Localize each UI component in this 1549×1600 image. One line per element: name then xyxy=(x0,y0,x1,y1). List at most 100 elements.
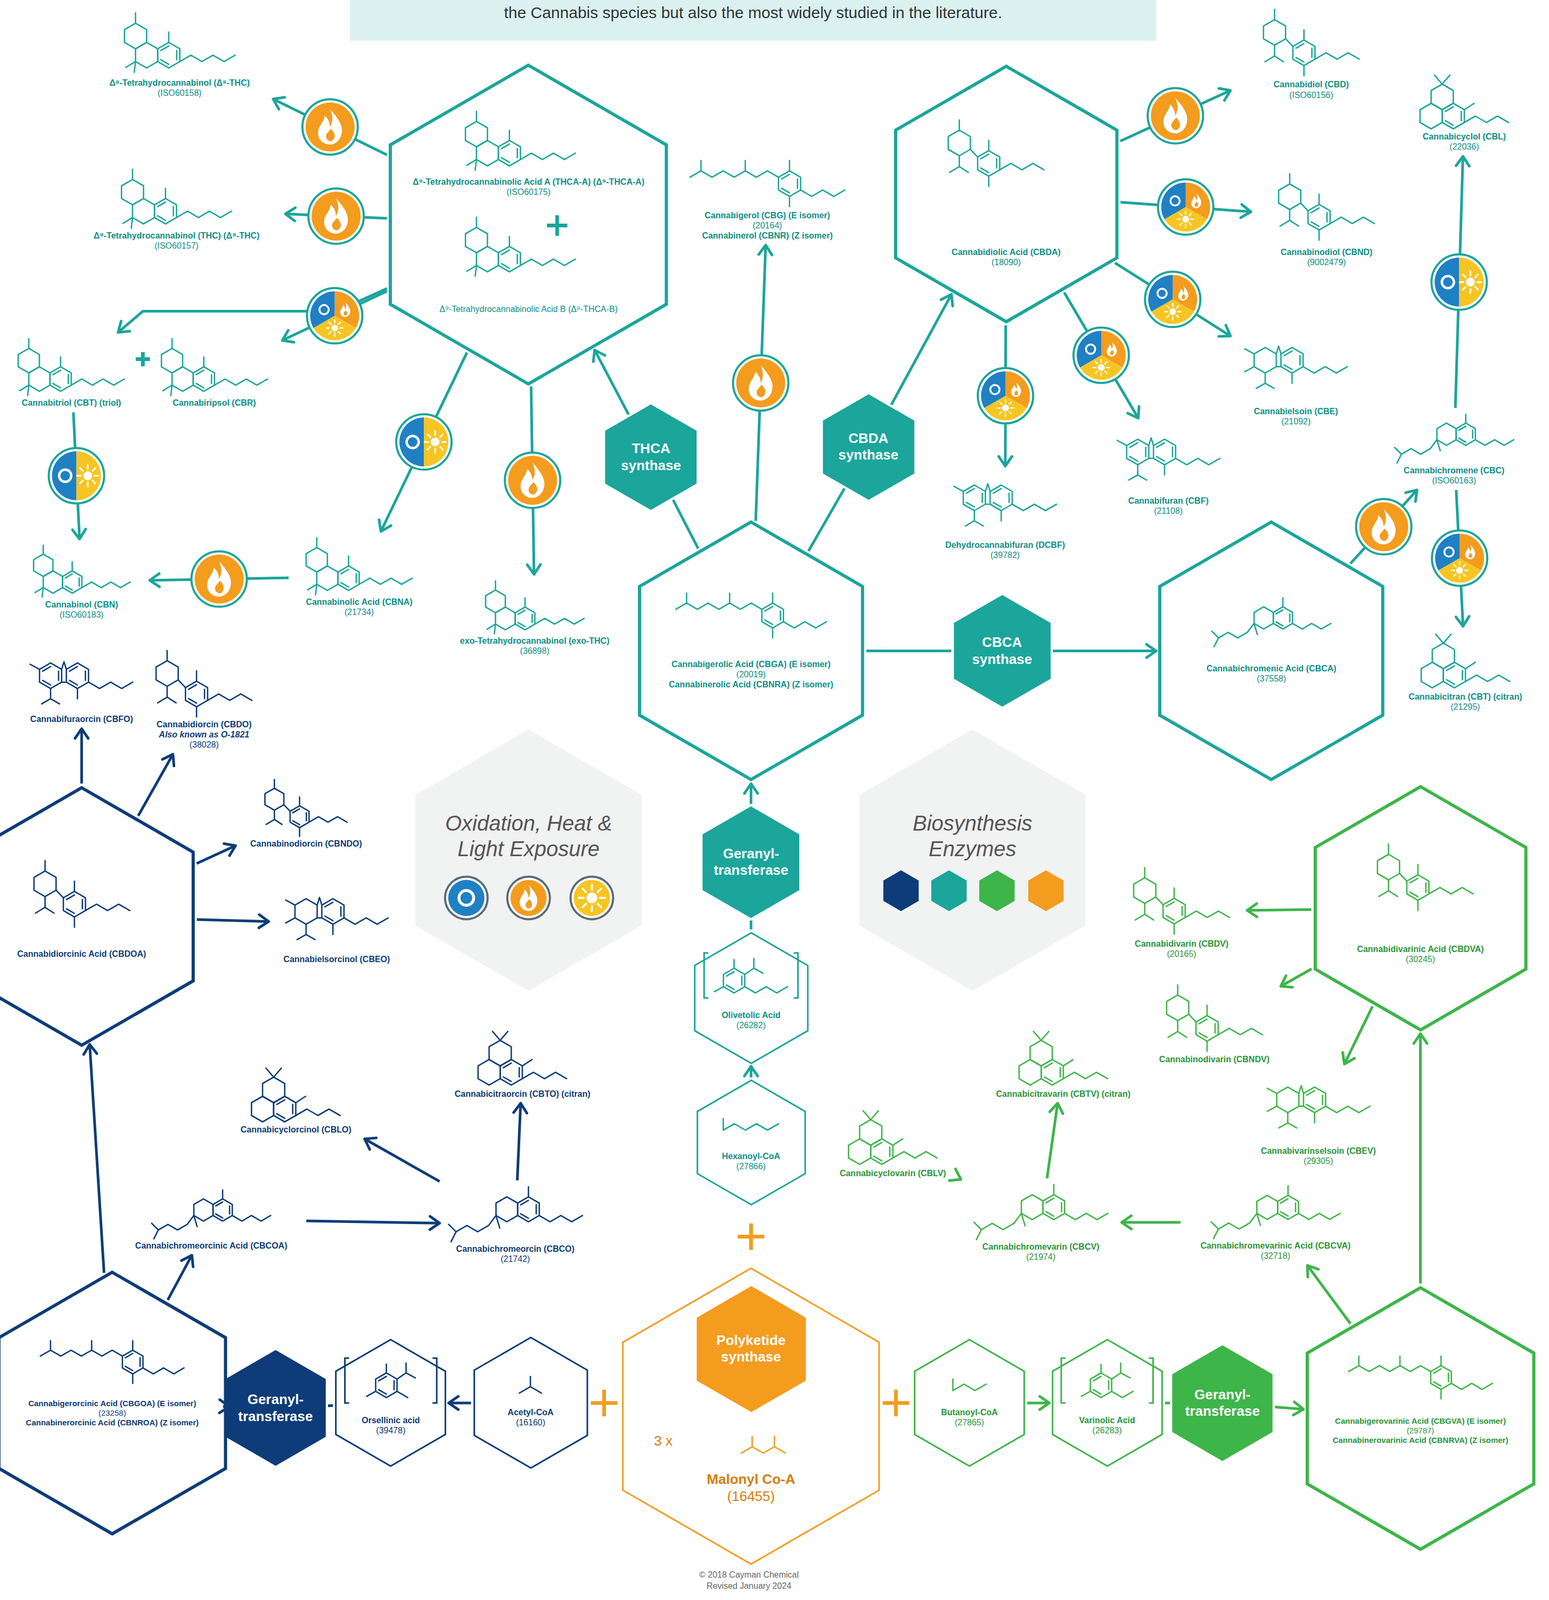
icon-fill xyxy=(736,358,786,408)
bond-line xyxy=(848,1138,872,1165)
bond-line xyxy=(538,1215,583,1223)
compound: Cannabinodivarin (CBNDV) xyxy=(1152,982,1277,1064)
bond-line xyxy=(1298,1086,1304,1094)
connector xyxy=(1280,969,1312,988)
sun-ray xyxy=(1095,371,1098,374)
molecule-structure xyxy=(444,1184,587,1244)
bond-line xyxy=(474,265,477,277)
bond-line xyxy=(1064,1213,1108,1220)
bond-line xyxy=(1289,613,1291,622)
bond-line xyxy=(170,385,172,397)
sun-ray xyxy=(1189,223,1192,226)
flame-inner xyxy=(332,217,341,231)
bond-line xyxy=(1173,923,1176,934)
molecule-structure xyxy=(1102,422,1235,496)
bond-line xyxy=(1171,447,1174,457)
molecule-structure xyxy=(10,1338,215,1386)
bond-line xyxy=(62,571,82,594)
exposure-icon xyxy=(445,876,488,920)
bond-line xyxy=(283,805,291,812)
bond-line xyxy=(501,264,510,269)
arrow-head xyxy=(1039,1396,1050,1411)
bond-line xyxy=(296,1109,341,1116)
bond-line xyxy=(1433,1369,1441,1374)
compound-hexagon: Orsellinic acid(39478) xyxy=(334,1338,447,1467)
bond-line xyxy=(520,259,576,266)
molecule-structure xyxy=(71,167,282,231)
enzyme-hexagon: Geranyl- transferase xyxy=(1172,1345,1273,1462)
legend-swatch xyxy=(979,870,1015,912)
bond-line xyxy=(685,593,688,604)
bond-line xyxy=(162,385,172,391)
bond-line xyxy=(125,1366,133,1371)
bond-line xyxy=(1399,1356,1401,1366)
compound: Cannabichromevarin (CBCV)(21974) xyxy=(964,1182,1118,1263)
connector-line xyxy=(138,754,174,817)
bond-line xyxy=(1302,29,1305,40)
bond-line xyxy=(1446,666,1455,671)
bond-line xyxy=(316,897,322,905)
icon-sector xyxy=(423,417,449,467)
connector-line xyxy=(1115,263,1231,336)
bond-line xyxy=(285,899,295,906)
bond-line xyxy=(1111,1363,1121,1380)
bond-line xyxy=(1447,1373,1450,1382)
molecule-structure xyxy=(1120,863,1243,939)
connector-line xyxy=(328,1404,333,1407)
sun-ray xyxy=(1166,305,1169,308)
icon-fill xyxy=(448,879,485,916)
bond-line xyxy=(28,366,51,392)
exposure-icon xyxy=(504,452,561,508)
compound-name: Cannabidiorcin (CBDO) xyxy=(156,719,252,730)
bond-line xyxy=(42,688,52,704)
bond-line xyxy=(500,1059,523,1086)
icon-ring xyxy=(308,188,364,244)
connector xyxy=(448,1396,472,1411)
bond-line xyxy=(154,198,177,225)
compound-name: Cannabidivarinic Acid (CBDVA) xyxy=(1315,944,1526,955)
compound-name: (30245) xyxy=(1315,954,1526,965)
connector-line xyxy=(197,919,269,922)
text-group: Malonyl Co-A(16455) xyxy=(649,1471,854,1505)
bond-line xyxy=(1129,456,1138,462)
hexagon-shape xyxy=(473,1337,587,1469)
flame-symbol xyxy=(1371,509,1396,545)
bond-line xyxy=(195,383,204,389)
bond-line xyxy=(494,624,496,634)
sun-ray xyxy=(1172,316,1174,321)
text-group: Cannabigerorcinic Acid (CBGOA) (E isomer… xyxy=(7,1398,217,1428)
bond-line xyxy=(1326,212,1329,223)
arrow-head xyxy=(758,244,773,256)
bond-line xyxy=(1045,1198,1054,1203)
enzyme-name: THCA synthase xyxy=(611,440,691,474)
bond-line xyxy=(43,571,63,594)
bond-line xyxy=(1273,607,1293,630)
bond-line xyxy=(1137,474,1147,481)
oxygen-ring xyxy=(990,384,1000,395)
bond-line xyxy=(375,1373,397,1398)
text-group: Cannabidiolic Acid (CBDA)(18090) xyxy=(898,247,1113,268)
text-group: Olivetolic Acid(26282) xyxy=(695,1010,807,1031)
arrow-head xyxy=(282,330,294,342)
bond-line xyxy=(1081,1391,1091,1397)
compound-name: Δ⁹-Tetrahydrocannabinolic Acid A (THCA-A… xyxy=(391,176,666,187)
molecule-structure xyxy=(829,1107,957,1169)
flame-outer xyxy=(519,884,538,912)
sun-ray xyxy=(1010,407,1014,409)
sun-ray xyxy=(1463,564,1466,567)
bond-line xyxy=(28,338,30,349)
sun-ray xyxy=(597,888,601,892)
hexagon-shape xyxy=(390,64,667,384)
compound-name: Hexanoyl-CoA xyxy=(697,1151,805,1162)
bond-line xyxy=(44,860,46,871)
icon-ring xyxy=(570,876,613,920)
flame-outer xyxy=(520,462,545,498)
bond-line xyxy=(516,254,519,264)
hexagon-shape xyxy=(0,1272,226,1534)
bond-line xyxy=(1283,364,1292,370)
bond-line xyxy=(347,556,350,567)
bond-line xyxy=(1126,439,1149,465)
icon-sector xyxy=(1161,182,1186,220)
bond-line xyxy=(134,61,136,73)
